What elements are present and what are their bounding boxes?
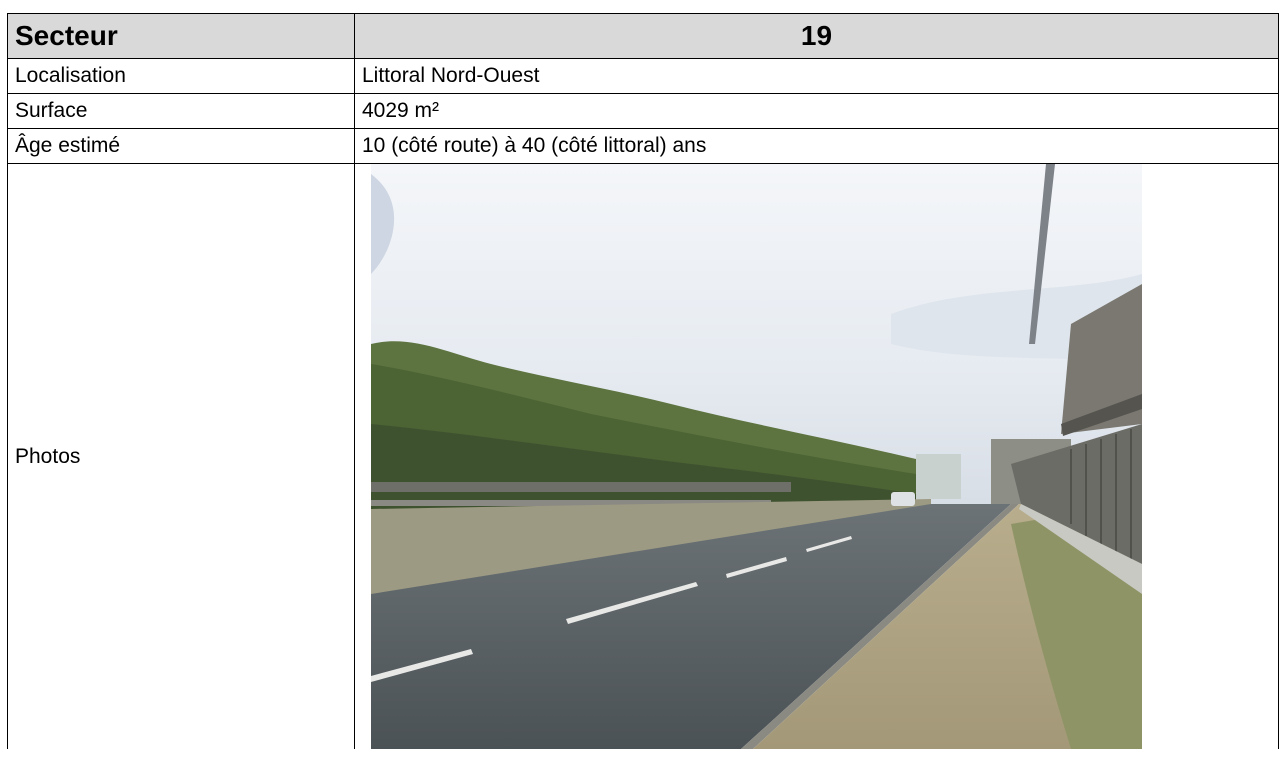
site-photo [371, 164, 1142, 749]
sector-table: Secteur 19 Localisation Littoral Nord-Ou… [7, 13, 1279, 749]
table-row: Âge estimé 10 (côté route) à 40 (côté li… [7, 128, 1279, 164]
header-label: Secteur [7, 13, 355, 59]
photo-row: Photos [7, 163, 1279, 749]
sector-number: 19 [354, 13, 1279, 59]
row-label: Localisation [7, 58, 355, 94]
row-label: Photos [7, 163, 355, 749]
photo-cell [354, 163, 1279, 749]
sector-sheet: Secteur 19 Localisation Littoral Nord-Ou… [7, 13, 1279, 760]
row-value: 4029 m² [354, 93, 1279, 129]
row-label: Âge estimé [7, 128, 355, 164]
row-value: 10 (côté route) à 40 (côté littoral) ans [354, 128, 1279, 164]
header-row: Secteur 19 [7, 13, 1279, 59]
row-value: Littoral Nord-Ouest [354, 58, 1279, 94]
table-row: Surface 4029 m² [7, 93, 1279, 129]
table-row: Localisation Littoral Nord-Ouest [7, 58, 1279, 94]
row-label: Surface [7, 93, 355, 129]
